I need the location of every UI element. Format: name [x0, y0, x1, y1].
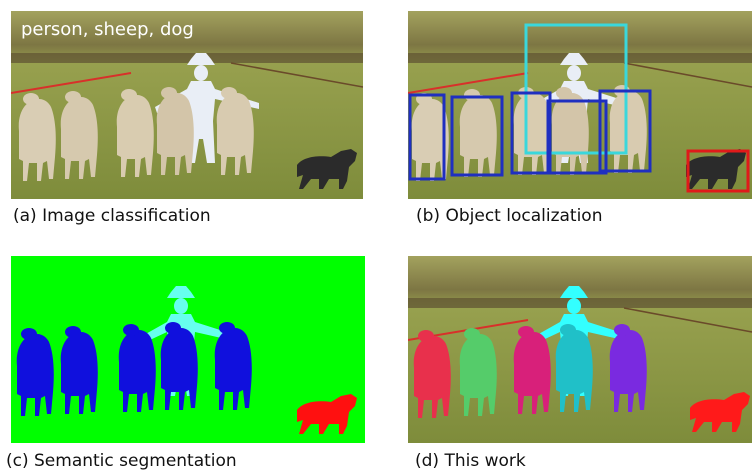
semantic-segmentation-mask	[11, 256, 365, 443]
object-localization-photo	[408, 11, 752, 199]
caption-this-work: (d) This work	[415, 451, 526, 471]
sheep-bounding-box	[598, 89, 652, 173]
caption-image-classification: (a) Image classification	[13, 206, 211, 226]
class-labels-overlay: person, sheep, dog	[21, 19, 194, 40]
sheep-bounding-box	[510, 91, 552, 175]
sheep-bounding-box	[408, 93, 446, 181]
dog-bounding-box	[686, 149, 750, 193]
caption-object-localization: (b) Object localization	[416, 206, 603, 226]
caption-semantic-segmentation: (c) Semantic segmentation	[6, 451, 237, 471]
sheep-bounding-box	[450, 95, 504, 177]
person-bounding-box	[524, 23, 628, 155]
image-classification-photo: person, sheep, dog	[11, 11, 363, 199]
sheep-bounding-box	[546, 99, 608, 175]
instance-segmentation-photo	[408, 256, 752, 443]
